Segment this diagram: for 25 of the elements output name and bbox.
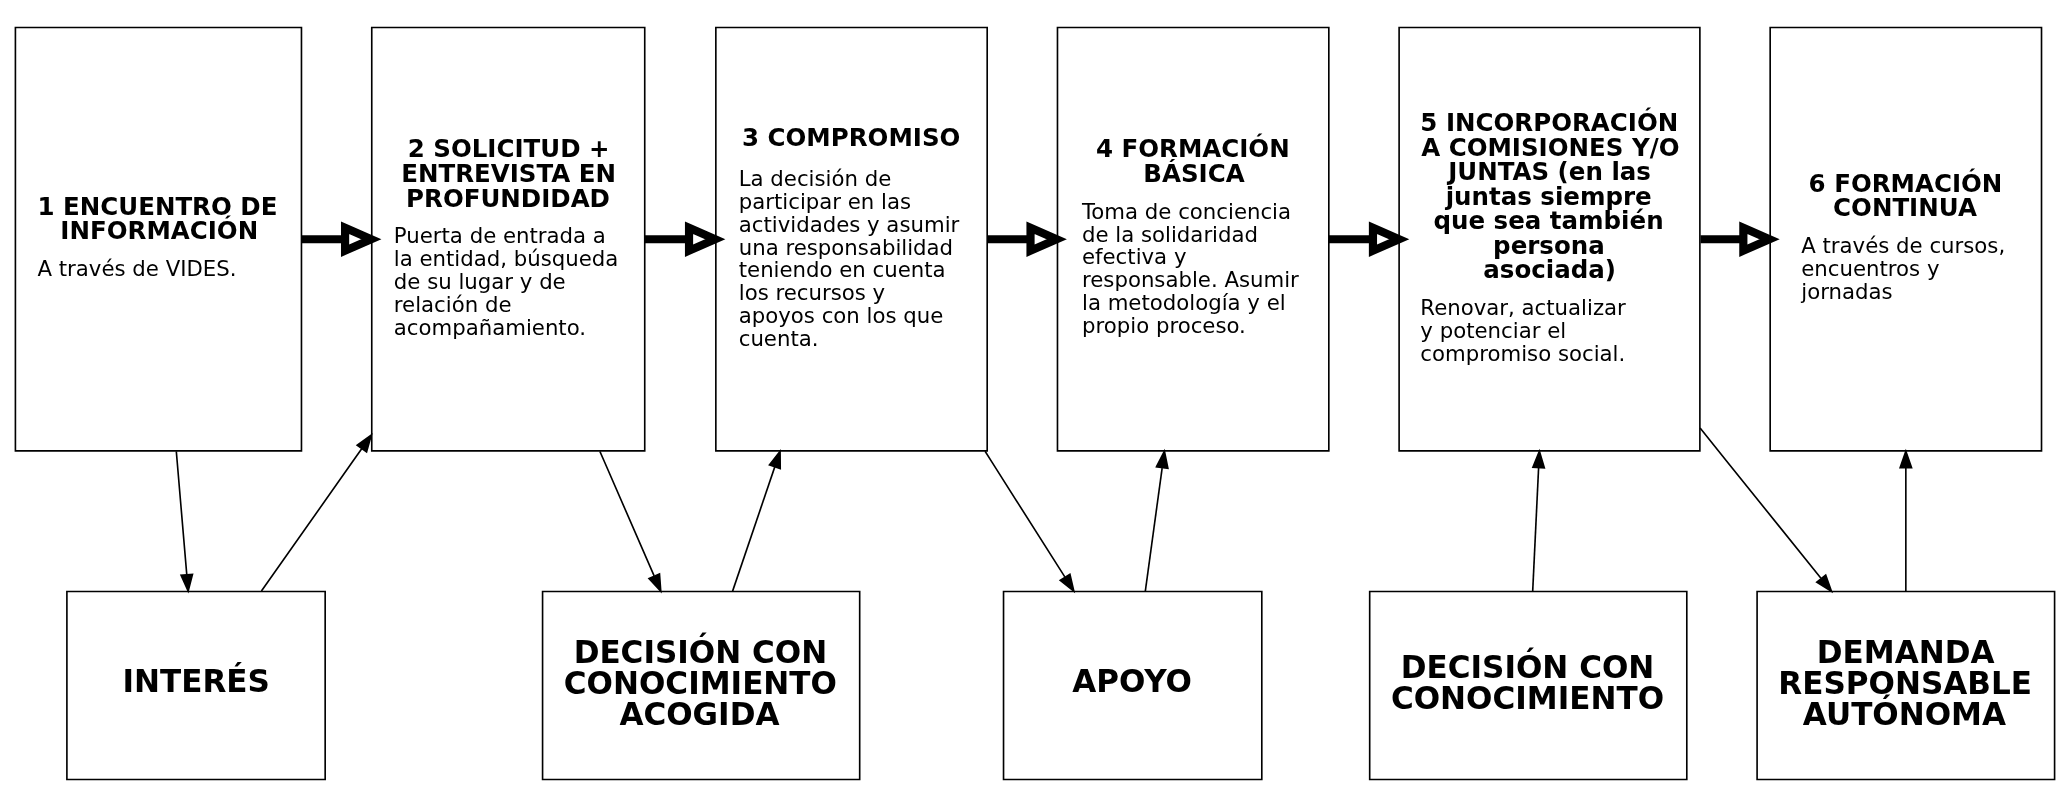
arrow: [301, 221, 382, 257]
arrow: [645, 221, 726, 257]
arrow: [1700, 221, 1780, 257]
arrow: [1531, 448, 1546, 592]
arrow: [984, 450, 1076, 593]
node-box: DEMANDA RESPONSABLE AUTÓNOMA: [1756, 590, 2056, 780]
node-box: INTERÉS: [66, 590, 326, 780]
node-box: DECISIÓN CON CONOCIMIENTO: [1368, 590, 1688, 780]
arrow: [599, 450, 662, 593]
arrow: [731, 448, 782, 592]
node-box: APOYO: [1002, 590, 1263, 780]
arrow: [1699, 426, 1833, 593]
node-box: DECISIÓN CON CONOCIMIENTO ACOGIDA: [541, 590, 861, 780]
arrow: [1898, 448, 1913, 592]
arrow: [260, 432, 373, 592]
node-box: 4 FORMACIÓN BÁSICA Toma de conciencia de la solidaridad efectiva y responsable. Asumir la metodología y el propio proceso.: [1056, 26, 1330, 452]
node-box: 6 FORMACIÓN CONTINUA A través de cursos, encuentros y jornadas: [1769, 26, 2043, 452]
arrow: [987, 221, 1067, 257]
arrow: [1144, 448, 1169, 592]
node-box: 1 ENCUENTRO DE INFORMACIÓN A través de VIDES.: [14, 26, 303, 452]
arrow: [175, 450, 194, 594]
node-box: 3 COMPROMISO La decisión de participar en las actividades y asumir una responsabilidad teniendo en cuenta los recursos y apoyos con los que cuenta.: [715, 26, 988, 452]
node-box: 5 INCORPORACIÓN A COMISIONES Y/O JUNTAS (en las juntas siempre que sea también persona asociada) Renovar, actualizar y potenciar el compromiso social.: [1398, 26, 1701, 452]
arrow: [1328, 221, 1410, 257]
node-box: 2 SOLICITUD + ENTREVISTA EN PROFUNDIDAD Puerta de entrada a la entidad, búsqueda de su lugar y de relación de acompañamiento.: [370, 26, 646, 452]
